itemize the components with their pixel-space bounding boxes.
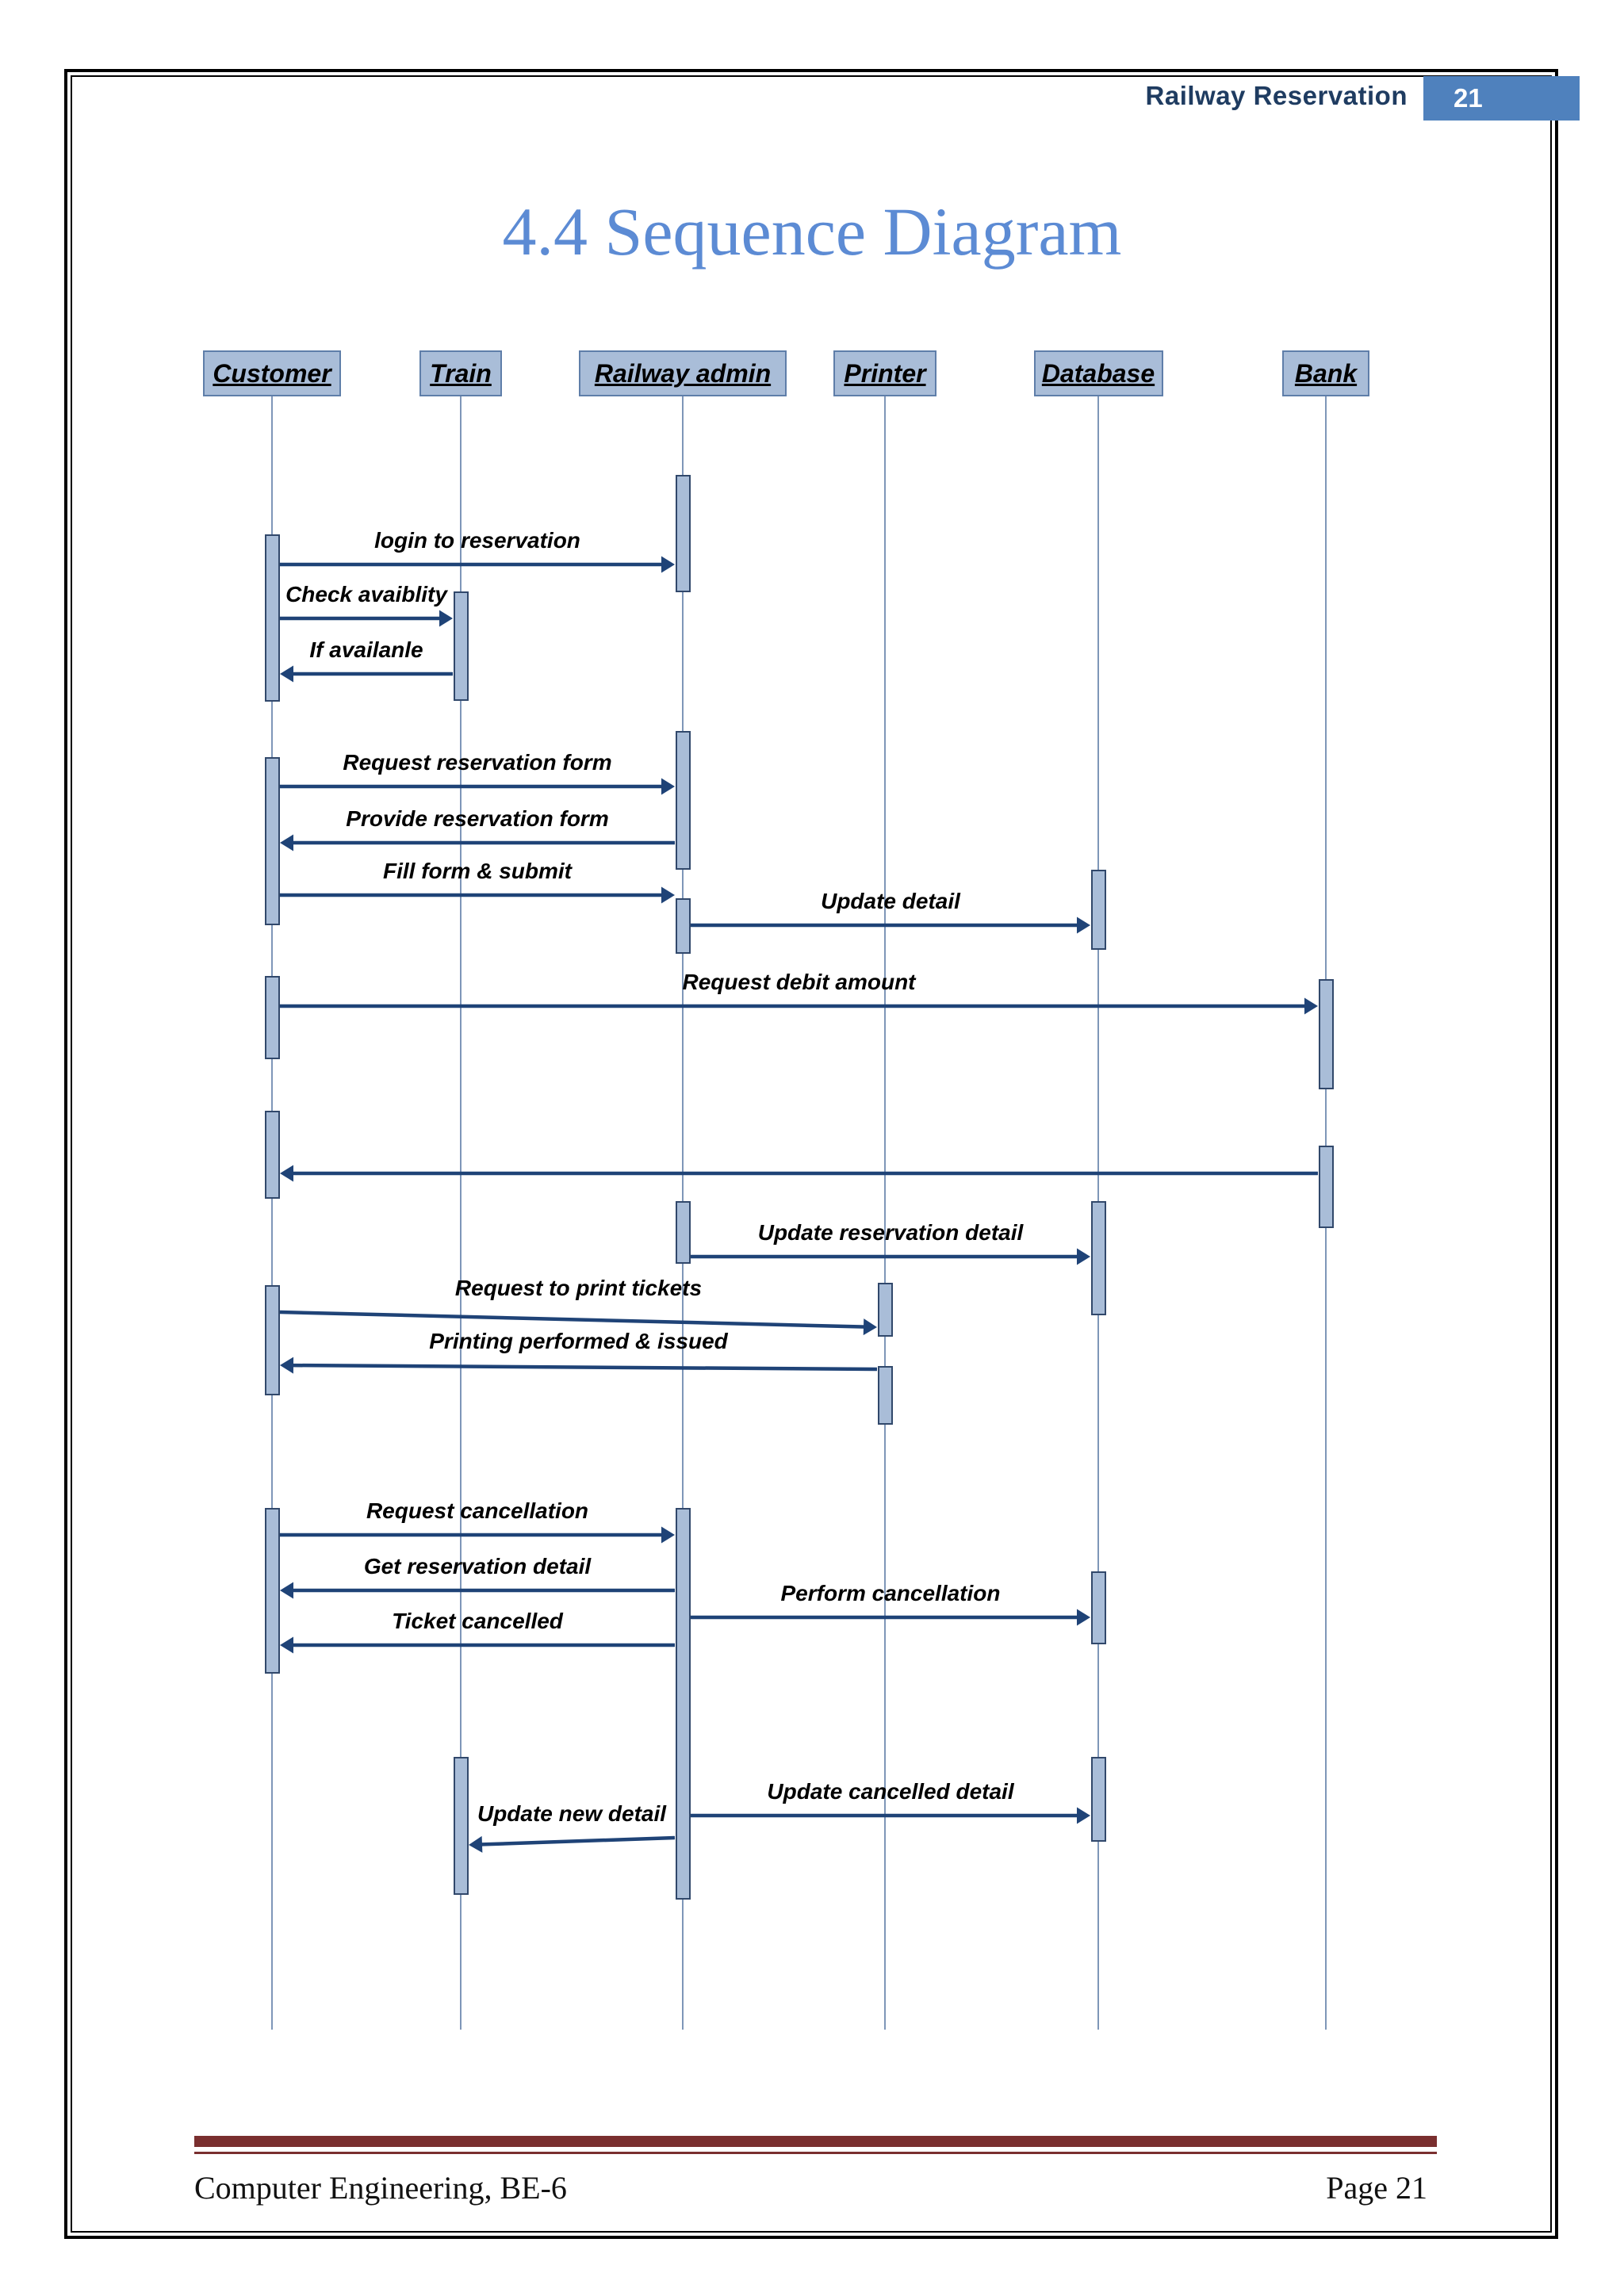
footer-rule-thin: [194, 2152, 1437, 2154]
message-label-get-reservation-detail: Get reservation detail: [363, 1554, 592, 1578]
message-line-update-new-detail: [479, 1835, 676, 1846]
actor-label: Customer: [213, 358, 331, 388]
arrowhead-icon: [1077, 1807, 1090, 1824]
footer-course-label: Computer Engineering, BE-6: [194, 2170, 567, 2206]
lifeline-train: [460, 396, 462, 2030]
arrowhead-icon: [661, 556, 675, 573]
message-label-update-cancelled-detail: Update cancelled detail: [767, 1779, 1014, 1804]
arrowhead-icon: [1304, 997, 1318, 1015]
arrowhead-icon: [1077, 1248, 1090, 1265]
lifeline-customer: [271, 396, 273, 2030]
actor-label: Railway admin: [594, 358, 772, 388]
message-label-check-avaiblity: Check avaiblity: [285, 582, 447, 607]
footer-rule-thick: [194, 2136, 1437, 2147]
message-label-login-to-reservation: login to reservation: [374, 528, 580, 553]
message-label-request-cancellation: Request cancellation: [366, 1498, 589, 1523]
message-label-if-availanle: If availanle: [309, 637, 423, 662]
activation-bar-database: [1090, 870, 1106, 950]
actor-box-train: Train: [419, 350, 502, 396]
actor-box-customer: Customer: [203, 350, 341, 396]
arrowhead-icon: [280, 665, 293, 683]
activation-bar-printer: [877, 1283, 893, 1337]
activation-bar-customer: [264, 1285, 280, 1395]
message-label-ticket-cancelled: Ticket cancelled: [392, 1609, 563, 1633]
message-line-printing-performed-issued: [290, 1363, 878, 1372]
message-label-update-new-detail: Update new detail: [477, 1801, 667, 1826]
header-title: Railway Reservation: [1145, 81, 1408, 110]
page-border-inner: [71, 75, 1552, 2233]
activation-bar-railway-admin: [675, 1508, 691, 1900]
arrowhead-icon: [661, 778, 675, 795]
arrowhead-icon: [1077, 1609, 1090, 1626]
section-title: 4.4 Sequence Diagram: [502, 193, 1122, 270]
activation-bar-customer: [264, 534, 280, 702]
activation-bar-bank: [1318, 1146, 1334, 1228]
activation-bar-customer: [264, 1111, 280, 1199]
activation-bar-printer: [877, 1366, 893, 1425]
arrowhead-icon: [280, 1165, 293, 1182]
activation-bar-bank: [1318, 979, 1334, 1089]
footer-page-label: Page 21: [1326, 2170, 1427, 2206]
activation-bar-database: [1090, 1757, 1106, 1842]
message-label-request-debit-amount: Request debit amount: [682, 970, 916, 994]
message-label-fill-form-submit: Fill form & submit: [383, 859, 572, 883]
arrowhead-icon: [661, 886, 675, 904]
activation-bar-railway-admin: [675, 898, 691, 954]
activation-bar-railway-admin: [675, 1201, 691, 1264]
arrowhead-icon: [280, 1357, 294, 1374]
message-label-request-to-print-tickets: Request to print tickets: [454, 1276, 703, 1300]
activation-bar-railway-admin: [675, 731, 691, 870]
page-number-badge: 21: [1423, 76, 1580, 121]
message-line-request-to-print-tickets: [279, 1310, 867, 1329]
activation-bar-customer: [264, 1508, 280, 1674]
activation-bar-railway-admin: [675, 475, 691, 592]
arrowhead-icon: [661, 1526, 675, 1544]
arrowhead-icon: [439, 610, 453, 627]
arrowhead-icon: [280, 1636, 293, 1654]
actor-box-railway-admin: Railway admin: [579, 350, 787, 396]
actor-label: Train: [430, 358, 492, 388]
message-label-update-detail: Update detail: [821, 889, 960, 913]
activation-bar-train: [453, 591, 469, 701]
arrowhead-icon: [863, 1318, 877, 1336]
actor-label: Printer: [844, 358, 926, 388]
arrowhead-icon: [1077, 916, 1090, 934]
lifeline-printer: [884, 396, 886, 2030]
actor-box-bank: Bank: [1282, 350, 1369, 396]
arrowhead-icon: [469, 1835, 483, 1853]
activation-bar-customer: [264, 976, 280, 1059]
actor-box-database: Database: [1033, 350, 1163, 396]
message-label-provide-reservation-form: Provide reservation form: [346, 806, 609, 831]
arrowhead-icon: [280, 1582, 293, 1599]
message-label-printing-performed-issued: Printing performed & issued: [429, 1329, 728, 1353]
message-label-perform-cancellation: Perform cancellation: [780, 1581, 1001, 1605]
activation-bar-database: [1090, 1571, 1106, 1644]
activation-bar-database: [1090, 1201, 1106, 1315]
activation-bar-customer: [264, 757, 280, 925]
message-label-request-reservation-form: Request reservation form: [343, 750, 612, 775]
page-border-outer: [64, 69, 1558, 2239]
activation-bar-train: [453, 1757, 469, 1895]
actor-label: Bank: [1294, 358, 1358, 388]
message-label-update-reservation-detail: Update reservation detail: [757, 1220, 1024, 1245]
actor-label: Database: [1041, 358, 1155, 388]
arrowhead-icon: [280, 834, 293, 851]
actor-box-printer: Printer: [833, 350, 936, 396]
